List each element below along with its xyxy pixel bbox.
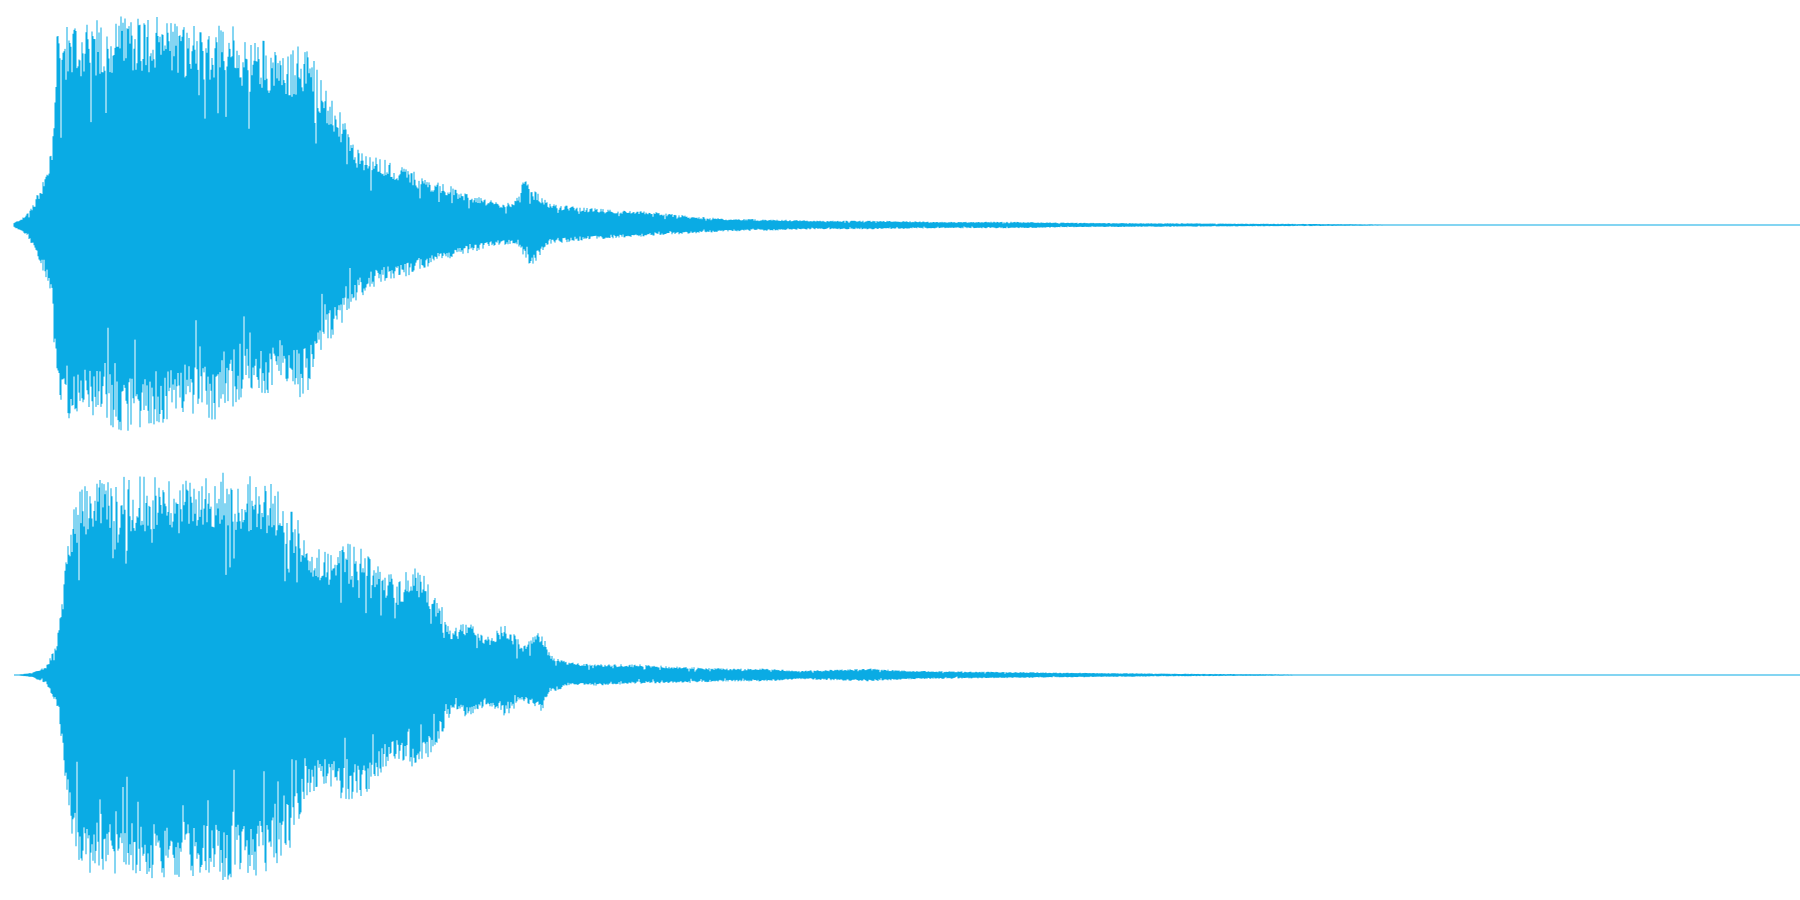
channel-2-waveform	[14, 472, 1800, 880]
channel-1-waveform	[13, 16, 1800, 431]
channel-1-amplitude	[13, 16, 1437, 431]
channel-2-amplitude	[14, 472, 1348, 880]
